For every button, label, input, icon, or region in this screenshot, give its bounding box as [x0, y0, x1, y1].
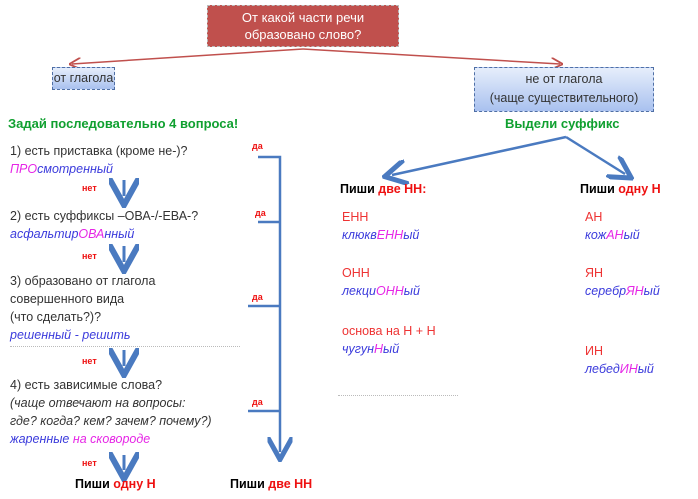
example-post: ый [637, 362, 654, 376]
question-1-text: 1) есть приставка (кроме не-)? [10, 144, 188, 158]
no-label-2: нет [82, 251, 97, 261]
suffix-label: ЕНН [342, 210, 369, 224]
example-post: ый [643, 284, 660, 298]
write-label: Пиши [580, 182, 615, 196]
q4-example-a: жаренные [10, 432, 70, 446]
yes-bracket-line [258, 155, 280, 452]
question-1: 1) есть приставка (кроме не-)? ПРОсмотре… [10, 142, 187, 178]
question-3-line3: (что сделать?)? [10, 310, 102, 324]
right-heading: Выдели суффикс [505, 116, 620, 131]
yes-label-2: да [255, 208, 266, 218]
suffix-label: ОНН [342, 266, 370, 280]
result-one-n: Пиши одну Н [75, 477, 156, 491]
question-4-line1: 4) есть зависимые слова? [10, 378, 163, 392]
no-label-3: нет [82, 356, 97, 366]
n-suffix-yan: ЯН серебрЯНый [585, 264, 660, 300]
example-hl: ИН [619, 362, 638, 376]
no-label-4: нет [82, 458, 97, 468]
question-3-line2: совершенного вида [10, 292, 125, 306]
example-post: ый [403, 228, 420, 242]
suffix-label: АН [585, 210, 603, 224]
write-label: Пиши [75, 477, 110, 491]
divider [10, 346, 240, 347]
title-text: От какой части речи образовано слово? [241, 10, 365, 42]
nn-suffix-enn: ЕНН клюквЕННый [342, 208, 419, 244]
arrow-to-nn [392, 135, 567, 175]
result-two-nn: Пиши две НН [230, 477, 312, 491]
question-4: 4) есть зависимые слова? (чаще отвечают … [10, 376, 212, 448]
q3-example-a: решенный [10, 328, 72, 342]
two-nn-label: две НН [268, 477, 313, 491]
arrow-to-verb [72, 48, 304, 64]
example-pre: клюкв [342, 228, 377, 242]
example-pre: лекци [342, 284, 377, 298]
branch-nonverb-line2: (чаще существительного) [489, 91, 639, 105]
nn-suffix-onn: ОНН лекциОННый [342, 264, 420, 300]
q4-example-b: на сковороде [72, 432, 151, 446]
n-suffix-in: ИН лебедИНый [585, 342, 654, 378]
example-hl: АН [606, 228, 624, 242]
example-pre: серебр [585, 284, 627, 298]
one-n-label: одну Н [113, 477, 156, 491]
branch-verb-label: от глагола [53, 71, 114, 85]
yes-label-3: да [252, 292, 263, 302]
question-2-text: 2) есть суффиксы –ОВА-/-ЕВА-? [10, 209, 199, 223]
branch-nonverb-line1: не от глагола [525, 72, 603, 86]
arrow-to-n [565, 135, 625, 174]
branch-nonverb-box: не от глагола (чаще существительного) [474, 67, 654, 112]
q3-example-sep: - [71, 328, 83, 342]
write-label: Пиши [230, 477, 265, 491]
question-4-line3: где? когда? кем? зачем? почему?) [10, 414, 212, 428]
suffix-label: основа на Н + Н [342, 324, 436, 338]
question-2: 2) есть суффиксы –ОВА-/-ЕВА-? асфальтирО… [10, 207, 198, 243]
q3-example-b: решить [82, 328, 131, 342]
yes-label-4: да [252, 397, 263, 407]
example-pre: чугун [342, 342, 375, 356]
branch-verb-box: от глагола [52, 67, 115, 90]
q2-example-suffix: ОВА [78, 227, 105, 241]
example-post: ый [403, 284, 420, 298]
divider-right [338, 395, 458, 396]
yes-label-1: да [252, 141, 263, 151]
suffix-label: ИН [585, 344, 604, 358]
question-4-line2: (чаще отвечают на вопросы: [10, 396, 186, 410]
question-3-line1: 3) образовано от глагола [10, 274, 156, 288]
one-n-label: одну Н [618, 182, 661, 196]
n-suffix-an: АН кожАНый [585, 208, 640, 244]
right-result-one-n: Пиши одну Н [580, 182, 661, 196]
no-label-1: нет [82, 183, 97, 193]
example-hl: Н [374, 342, 384, 356]
two-nn-label: две НН: [378, 182, 427, 196]
q1-example-rest: смотренный [37, 162, 113, 176]
right-result-two-nn: Пиши две НН: [340, 182, 426, 196]
q2-example-pre: асфальтир [10, 227, 79, 241]
example-pre: лебед [585, 362, 620, 376]
example-post: ый [623, 228, 640, 242]
example-hl: ОНН [376, 284, 404, 298]
question-3: 3) образовано от глагола совершенного ви… [10, 272, 155, 344]
example-hl: ЯН [626, 284, 644, 298]
nn-suffix-stem-n: основа на Н + Н чугунНый [342, 322, 436, 358]
example-post: ый [383, 342, 400, 356]
title-box: От какой части речи образовано слово? [207, 5, 399, 47]
q1-example-prefix: ПРО [10, 162, 38, 176]
left-heading: Задай последовательно 4 вопроса! [8, 116, 239, 131]
suffix-label: ЯН [585, 266, 604, 280]
write-label: Пиши [340, 182, 375, 196]
arrow-to-nonverb [302, 48, 560, 64]
q2-example-post: нный [104, 227, 135, 241]
example-pre: кож [585, 228, 607, 242]
example-hl: ЕНН [376, 228, 404, 242]
